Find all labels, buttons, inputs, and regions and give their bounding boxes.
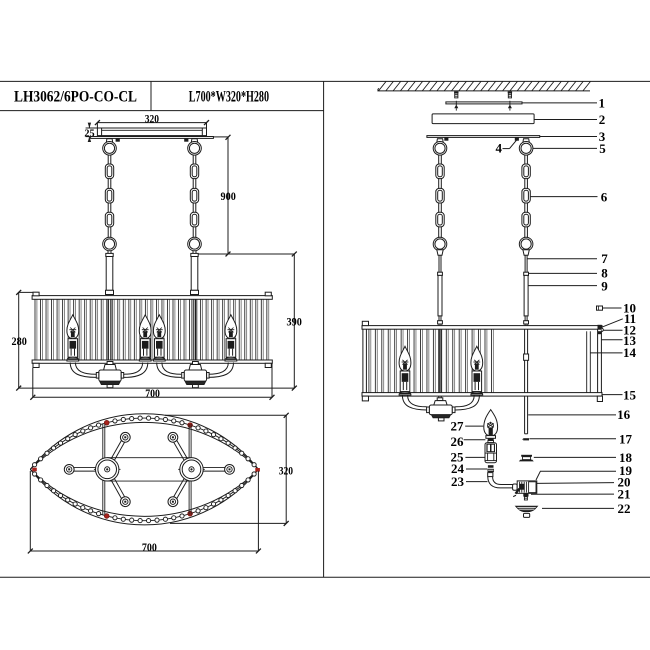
svg-text:11: 11	[624, 311, 636, 326]
svg-text:12: 12	[623, 322, 636, 337]
svg-text:18: 18	[619, 450, 633, 465]
svg-text:700: 700	[142, 540, 157, 554]
svg-text:14: 14	[623, 345, 637, 360]
svg-text:16: 16	[617, 407, 631, 422]
svg-text:13: 13	[623, 333, 637, 348]
svg-text:27: 27	[451, 418, 465, 433]
svg-text:280: 280	[12, 334, 27, 348]
svg-text:2: 2	[599, 112, 606, 127]
svg-text:22: 22	[618, 501, 631, 516]
svg-text:15: 15	[623, 387, 637, 402]
svg-text:700: 700	[145, 386, 160, 400]
svg-text:21: 21	[618, 486, 631, 501]
svg-text:26: 26	[451, 434, 465, 449]
svg-text:17: 17	[619, 431, 633, 446]
svg-text:23: 23	[451, 474, 465, 489]
svg-text:19: 19	[619, 463, 633, 478]
svg-text:6: 6	[601, 189, 608, 204]
svg-text:10: 10	[623, 300, 636, 315]
svg-text:900: 900	[221, 189, 236, 203]
svg-text:25: 25	[451, 450, 465, 465]
svg-text:L700*W320*H280: L700*W320*H280	[189, 89, 269, 106]
svg-text:24: 24	[451, 461, 465, 476]
svg-text:8: 8	[601, 266, 608, 281]
svg-text:320: 320	[145, 111, 159, 125]
svg-text:7: 7	[601, 251, 608, 266]
svg-text:LH3062/6PO-CO-CL: LH3062/6PO-CO-CL	[14, 89, 137, 106]
svg-text:3: 3	[599, 129, 606, 144]
svg-text:9: 9	[601, 278, 608, 293]
svg-text:4: 4	[496, 141, 503, 156]
svg-text:25: 25	[84, 127, 95, 139]
svg-text:5: 5	[599, 141, 606, 156]
svg-text:1: 1	[598, 95, 605, 110]
svg-text:320: 320	[279, 463, 293, 477]
svg-text:390: 390	[287, 315, 302, 329]
svg-text:20: 20	[618, 474, 631, 489]
